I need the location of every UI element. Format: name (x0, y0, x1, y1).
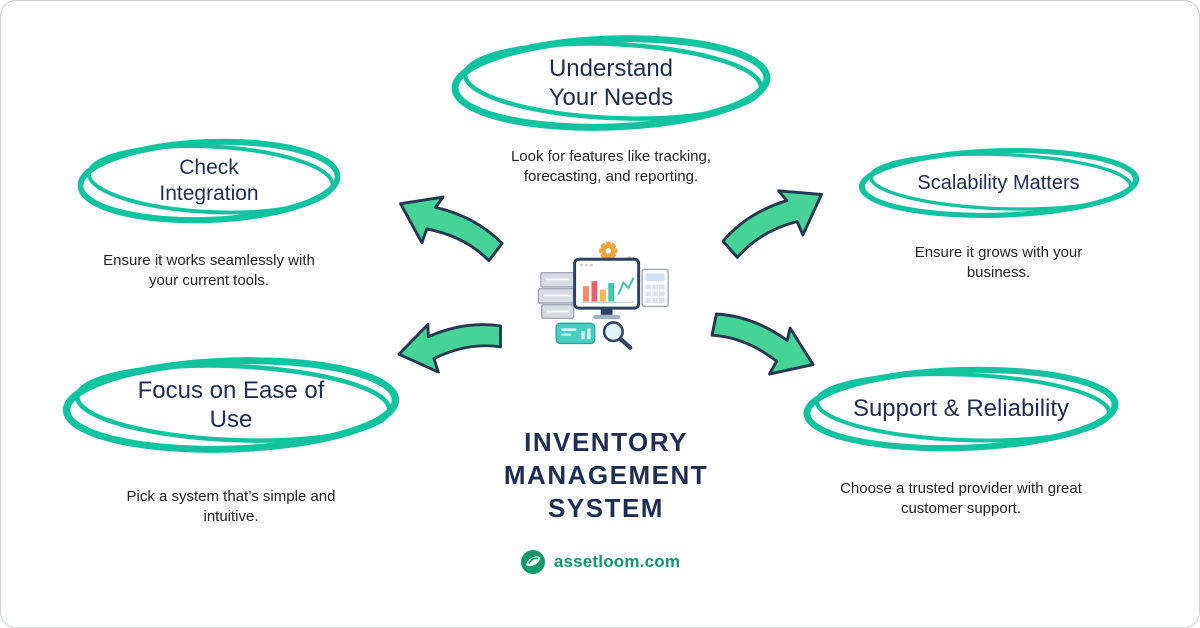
node-check-integration: Check Integration Ensure it works seamle… (59, 135, 359, 291)
calculator-icon (641, 268, 669, 308)
node-label-line: Focus on Ease of (137, 376, 325, 404)
node-description-line: business. (966, 263, 1031, 281)
arrow-bottom-left (389, 307, 514, 386)
node-description: Ensure it grows with your business. (846, 243, 1151, 283)
arrow-bottom-right (696, 295, 829, 397)
node-support-reliability: Support & Reliability Choose a trusted p… (793, 363, 1129, 519)
node-description-line: Look for features like tracking, (510, 148, 712, 165)
center-title: INVENTORY MANAGEMENT SYSTEM (461, 426, 751, 525)
center-title-line: MANAGEMENT (503, 460, 709, 491)
node-description: Ensure it works seamlessly with your cur… (59, 251, 359, 291)
node-label-line: Integration (159, 182, 259, 205)
node-description-line: intuitive. (203, 507, 259, 525)
node-label: Scalability Matters (854, 145, 1144, 221)
gear-icon (599, 241, 618, 261)
arrow-icon (710, 312, 815, 376)
arrow-top-right (709, 167, 842, 281)
hand-drawn-ellipse: Focus on Ease of Use (57, 353, 405, 457)
magnifier-icon (602, 321, 633, 350)
hand-drawn-ellipse: Check Integration (73, 135, 345, 227)
node-description: Look for features like tracking, forecas… (431, 147, 791, 187)
arrow-icon (397, 322, 502, 374)
inventory-illustration-icon (537, 241, 669, 350)
node-understand-your-needs: Understand Your Needs Look for features … (431, 31, 791, 187)
node-label-line: Support & Reliability (852, 395, 1070, 423)
arrow-icon (399, 195, 504, 263)
arrow-top-left (381, 176, 514, 285)
hand-drawn-ellipse: Scalability Matters (854, 145, 1144, 221)
node-focus-on-ease-of-use: Focus on Ease of Use Pick a system that’… (53, 353, 409, 527)
node-description-line: your current tools. (148, 271, 270, 289)
node-label-line: Check (179, 156, 239, 180)
storage-boxes-icon (537, 272, 577, 319)
node-description-line: forecasting, and reporting. (523, 167, 699, 185)
node-label: Check Integration (73, 135, 345, 227)
node-description-line: Pick a system that’s simple and (126, 488, 336, 505)
ellipse-ring-icon (858, 148, 1139, 218)
node-description-line: Choose a trusted provider with great (840, 480, 1082, 497)
hand-drawn-ellipse: Support & Reliability (798, 363, 1124, 455)
node-scalability-matters: Scalability Matters Ensure it grows with… (846, 145, 1151, 283)
ellipse-ring-icon (803, 366, 1119, 452)
node-description: Pick a system that’s simple and intuitiv… (53, 487, 409, 527)
arrow-icon (721, 189, 823, 259)
brand: assetloom.com (1, 549, 1199, 575)
node-description-line: Ensure it works seamlessly with (103, 252, 315, 269)
node-description: Choose a trusted provider with great cus… (793, 479, 1129, 519)
node-label: Understand Your Needs (446, 31, 776, 135)
node-label-line: Understand (548, 54, 674, 82)
brand-name: assetloom.com (553, 552, 681, 571)
node-label: Support & Reliability (798, 363, 1124, 455)
node-label-line: Scalability Matters (917, 171, 1080, 194)
center-title-line: INVENTORY (524, 427, 688, 458)
device-card-icon (555, 322, 596, 345)
monitor-chart-icon (573, 257, 641, 320)
ellipse-ring-icon (77, 138, 341, 224)
ellipse-ring-icon (451, 35, 771, 131)
node-label-line: Your Needs (548, 84, 674, 111)
brand-logo-icon (520, 550, 545, 574)
node-label: Focus on Ease of Use (57, 353, 405, 457)
hand-drawn-ellipse: Understand Your Needs (446, 31, 776, 135)
center-title-line: SYSTEM (548, 493, 664, 524)
inventory-illustration (534, 239, 686, 357)
node-description-line: Ensure it grows with your (914, 244, 1083, 261)
node-description-line: customer support. (900, 499, 1022, 517)
node-label-line: Use (209, 406, 253, 433)
ellipse-ring-icon (62, 357, 400, 453)
